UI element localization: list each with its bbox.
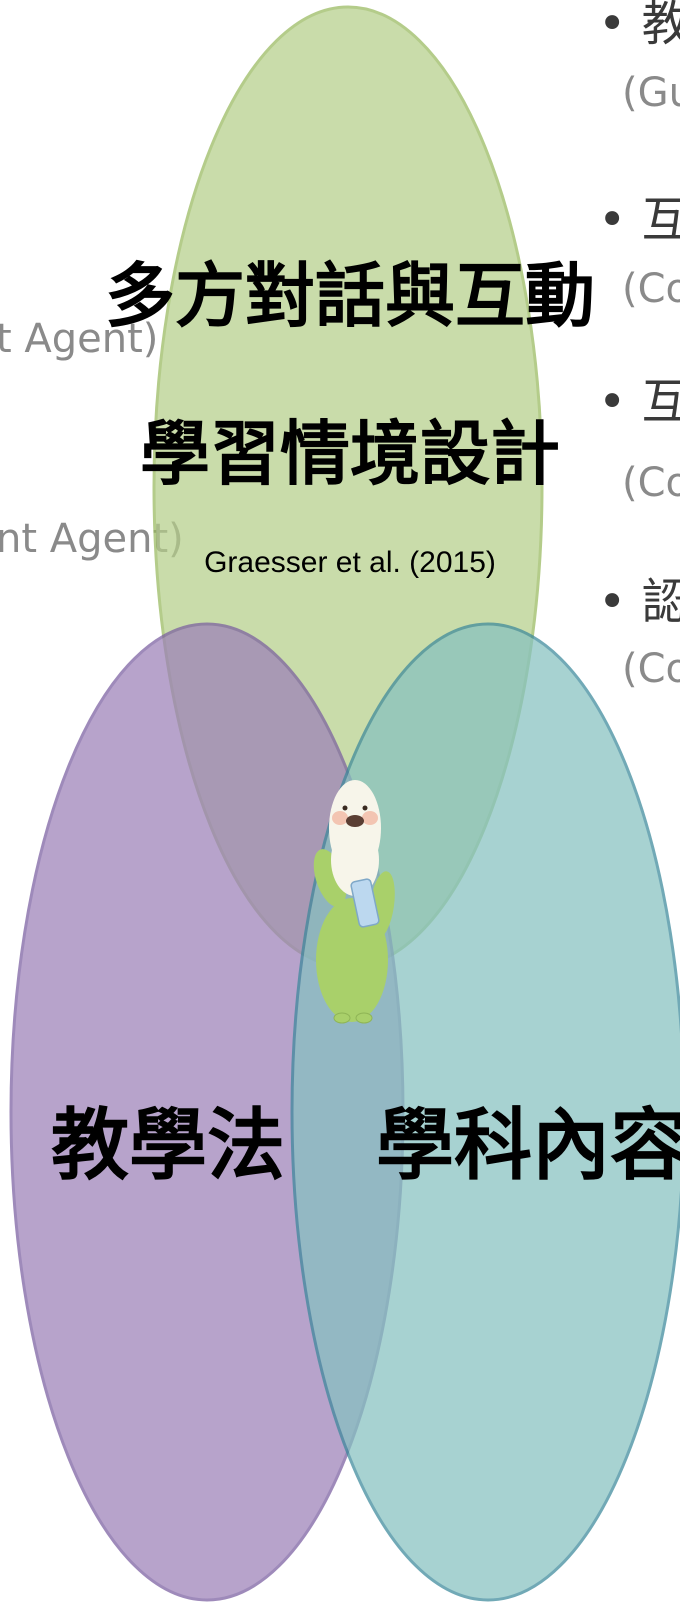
right-list-item-3-main: • 互相 bbox=[598, 374, 680, 430]
right-list-item-4-sub: (Cogn bbox=[622, 646, 680, 692]
right-circle bbox=[290, 622, 680, 1602]
right-list-item-1-main: • 教師 bbox=[598, 0, 680, 52]
mascot-icon bbox=[313, 780, 395, 1024]
top-circle-title-line1: 多方對話與互動 bbox=[105, 255, 595, 337]
right-circle-label: 學科內容 bbox=[376, 1101, 680, 1191]
right-list-item-1-sub: (Guid bbox=[622, 70, 680, 116]
left-edge-text-1: t Agent) bbox=[0, 316, 159, 362]
left-circle-label: 教學法 bbox=[51, 1101, 285, 1191]
top-circle-citation: Graesser et al. (2015) bbox=[204, 546, 496, 579]
top-circle-title-line2: 學習情境設計 bbox=[140, 413, 560, 495]
right-list-item-2-sub: (Com bbox=[622, 266, 680, 312]
right-list-item-2-main: • 互相 bbox=[598, 192, 680, 248]
right-list-item-4-main: • 認知 bbox=[598, 574, 680, 630]
right-list-item-3-sub: (Colla bbox=[622, 460, 680, 506]
